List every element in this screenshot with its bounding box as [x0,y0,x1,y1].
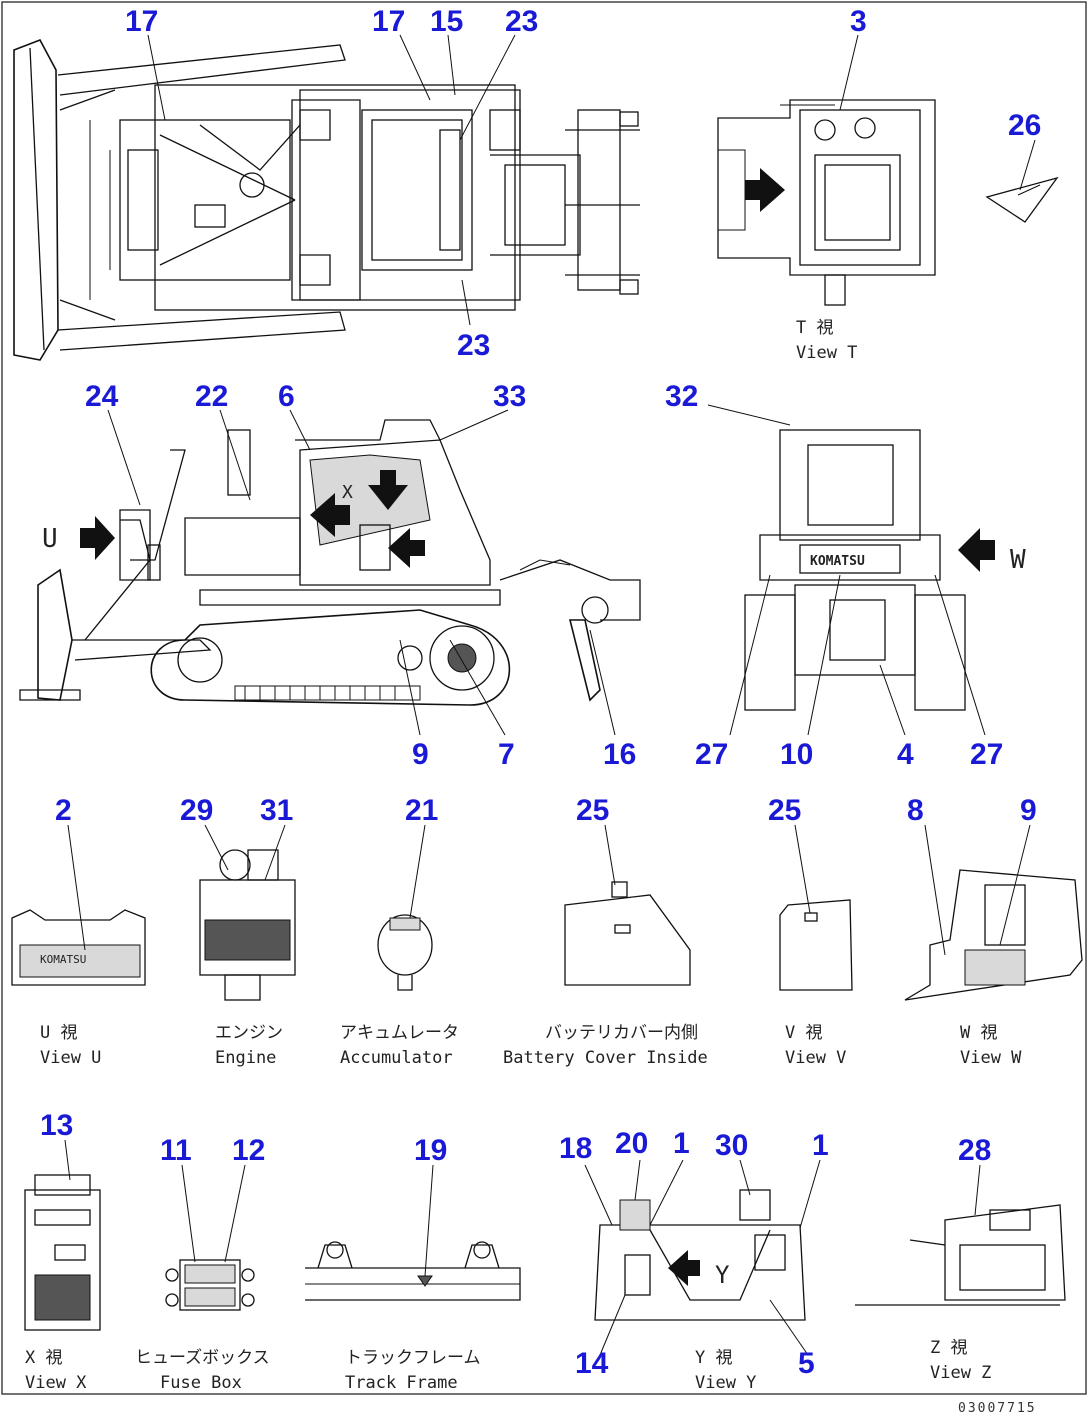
view-v-caption-en: View V [785,1048,846,1068]
callout-6: 6 [278,380,295,413]
view-u-figure [11,909,146,986]
view-t-caption-en: View T [796,343,857,363]
view-u-caption-jp: U 視 [40,1023,77,1043]
view-x-arrow [310,493,350,537]
accumulator-figure [377,914,433,991]
callout-12: 12 [232,1134,265,1167]
view-x-caption-en: View X [25,1373,87,1393]
callout-10: 10 [780,738,813,771]
battery-caption-en: Battery Cover Inside [503,1048,708,1068]
engine-figure [199,849,296,1001]
direction-letter-u: U [42,524,58,554]
callout-26: 26 [1008,109,1041,142]
battery-cover-figure [564,881,691,986]
callout-1-left: 1 [673,1127,690,1160]
battery-caption-jp: バッテリカバー内側 [545,1023,698,1043]
brand-plate-text: KOMATSU [810,554,865,569]
engine-caption-jp: エンジン [215,1023,283,1043]
view-u-brand-text: KOMATSU [40,953,86,966]
view-t-figure [717,99,936,306]
callout-15: 15 [430,5,463,38]
callout-25-battery: 25 [576,794,609,827]
callout-2: 2 [55,794,72,827]
side-view-figure [19,419,641,706]
view-u-arrow [80,516,115,560]
view-v-caption-jp: V 視 [785,1023,822,1043]
callout-19: 19 [414,1134,447,1167]
callout-20: 20 [615,1127,648,1160]
fuse-box-figure [165,1259,255,1311]
callout-9-view-w: 9 [1020,794,1037,827]
direction-letter-x: X [342,482,353,503]
callout-22: 22 [195,380,228,413]
view-u-caption-en: View U [40,1048,101,1068]
triangle-decal-figure [985,176,1059,223]
view-v-figure [779,899,853,991]
rear-view-figure [744,429,995,711]
callout-23-bottom: 23 [457,329,490,362]
callout-25-view-v: 25 [768,794,801,827]
callout-9-side: 9 [412,738,429,771]
leader-lines [64,34,1036,1356]
view-w-caption-jp: W 視 [960,1023,997,1043]
callout-27-left: 27 [695,738,728,771]
engine-caption-en: Engine [215,1048,276,1068]
callout-18: 18 [559,1132,592,1165]
track-frame-figure [305,1241,521,1301]
view-z-caption-en: View Z [930,1363,991,1383]
accumulator-caption-en: Accumulator [340,1048,453,1068]
fuse-caption-en: Fuse Box [160,1373,242,1393]
callout-31: 31 [260,794,293,827]
callout-16: 16 [603,738,636,771]
fuse-caption-jp: ヒューズボックス [135,1348,270,1368]
callout-27-right: 27 [970,738,1003,771]
callout-32: 32 [665,380,698,413]
view-w-caption-en: View W [960,1048,1022,1068]
view-y-arrow [368,470,408,510]
callout-23-top: 23 [505,5,538,38]
callout-7: 7 [498,738,515,771]
view-w-figure [904,869,1083,1001]
top-plan-view [13,38,640,361]
callout-14: 14 [575,1347,609,1380]
view-z-caption-jp: Z 視 [930,1338,967,1358]
view-y-caption-jp: Y 視 [695,1348,732,1368]
drawing-number: 03007715 [958,1401,1037,1416]
direction-letter-y: Y [715,1261,730,1289]
view-t-caption-jp: T 視 [796,318,833,338]
callout-13: 13 [40,1109,73,1142]
direction-letter-w: W [1010,545,1026,575]
track-caption-jp: トラックフレーム [345,1348,481,1368]
callout-1-right: 1 [812,1129,829,1162]
callout-4: 4 [897,738,914,771]
view-y-caption-en: View Y [695,1373,756,1393]
callout-3: 3 [850,5,867,38]
view-z-figure [855,1204,1066,1306]
callout-17-top-left: 17 [125,5,158,38]
callout-24: 24 [85,380,119,413]
callout-29: 29 [180,794,213,827]
callout-28: 28 [958,1134,991,1167]
callout-numbers: 17 17 15 23 23 3 26 24 22 6 33 32 9 7 16… [40,5,1041,1380]
callout-5: 5 [798,1347,815,1380]
callout-8: 8 [907,794,924,827]
accumulator-caption-jp: アキュムレータ [340,1023,459,1043]
callout-33: 33 [493,380,526,413]
track-caption-en: Track Frame [345,1373,458,1393]
callout-30: 30 [715,1129,748,1162]
view-y-figure [594,1189,806,1321]
view-x-figure [24,1174,101,1331]
view-x-caption-jp: X 視 [25,1348,62,1368]
callout-11: 11 [160,1134,192,1167]
callout-21: 21 [405,794,438,827]
view-z-arrow [388,528,425,568]
callout-17-top: 17 [372,5,405,38]
